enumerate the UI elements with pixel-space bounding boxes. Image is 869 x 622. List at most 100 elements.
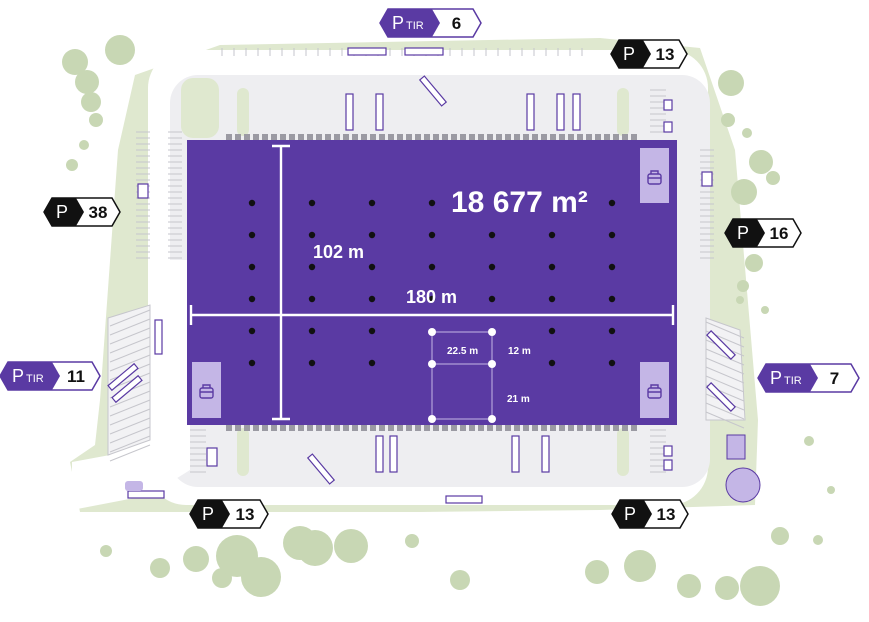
loading-dock (595, 134, 601, 140)
tree (766, 171, 780, 185)
trees (62, 35, 835, 606)
loading-dock (253, 425, 259, 431)
tree (450, 570, 470, 590)
loading-dock (469, 425, 475, 431)
parking-letter: P (770, 368, 782, 388)
loading-dock (595, 425, 601, 431)
loading-dock (577, 425, 583, 431)
tir-space-line (109, 336, 151, 354)
parking-sign-bottom-right: P 13 (611, 499, 689, 529)
loading-dock (433, 134, 439, 140)
parking-letter: P (624, 504, 636, 524)
parking-letter: P (202, 504, 214, 524)
tree (183, 546, 209, 572)
bay-outline (431, 331, 493, 420)
green-island (181, 78, 219, 138)
column (308, 327, 316, 335)
loading-dock (523, 134, 529, 140)
column (608, 263, 616, 271)
column (368, 263, 376, 271)
loading-dock (631, 134, 637, 140)
loading-dock (586, 425, 592, 431)
tree (827, 486, 835, 494)
column (368, 231, 376, 239)
column (248, 231, 256, 239)
loading-dock (577, 134, 583, 140)
column (308, 199, 316, 207)
loading-dock (532, 134, 538, 140)
column (308, 231, 316, 239)
loading-dock (523, 425, 529, 431)
tree (62, 49, 88, 75)
parking-type: TIR (784, 375, 802, 387)
column (428, 263, 436, 271)
loading-dock (424, 134, 430, 140)
office-block (640, 148, 669, 203)
loading-dock (541, 134, 547, 140)
loading-dock (379, 425, 385, 431)
dock-strip-bottom (226, 425, 637, 431)
loading-dock (334, 134, 340, 140)
loading-dock (496, 134, 502, 140)
utility-box (726, 434, 746, 460)
loading-dock (622, 134, 628, 140)
loading-dock (559, 425, 565, 431)
loading-dock (487, 134, 493, 140)
column (248, 199, 256, 207)
loading-dock (235, 134, 241, 140)
loading-dock (352, 425, 358, 431)
tree (334, 529, 368, 563)
column (368, 199, 376, 207)
loading-dock (415, 134, 421, 140)
parking-count: 6 (452, 14, 461, 33)
tree (624, 550, 656, 582)
tir-space-line (705, 411, 745, 429)
tir-space-line (109, 309, 151, 327)
tree (740, 566, 780, 606)
tir-parking-stripes (109, 309, 745, 462)
loading-dock (298, 425, 304, 431)
column (548, 295, 556, 303)
tree (677, 574, 701, 598)
tree (721, 113, 735, 127)
column (368, 359, 376, 367)
tree (804, 436, 814, 446)
tree (737, 280, 749, 292)
column (428, 199, 436, 207)
tir-space-line (109, 435, 151, 453)
bay-points (428, 328, 496, 423)
tree (715, 576, 739, 600)
loading-dock (460, 425, 466, 431)
tree (745, 254, 763, 272)
loading-dock (280, 425, 286, 431)
loading-dock (226, 134, 232, 140)
loading-dock (397, 134, 403, 140)
tir-space-line (705, 357, 745, 375)
loading-dock (604, 134, 610, 140)
loading-dock (568, 425, 574, 431)
loading-dock (415, 425, 421, 431)
column (488, 231, 496, 239)
loading-dock (505, 425, 511, 431)
loading-dock (406, 134, 412, 140)
tree (405, 534, 419, 548)
tir-space-line (705, 402, 745, 420)
tree (742, 128, 752, 138)
loading-dock (586, 134, 592, 140)
column (488, 263, 496, 271)
parking-count: 13 (657, 505, 676, 524)
bay-height-dimension-1: 12 m (508, 346, 531, 357)
column (248, 295, 256, 303)
height-dimension: 102 m (313, 242, 364, 262)
loading-dock (487, 425, 493, 431)
column (548, 327, 556, 335)
loading-dock (271, 425, 277, 431)
loading-dock (388, 425, 394, 431)
loading-dock (325, 425, 331, 431)
